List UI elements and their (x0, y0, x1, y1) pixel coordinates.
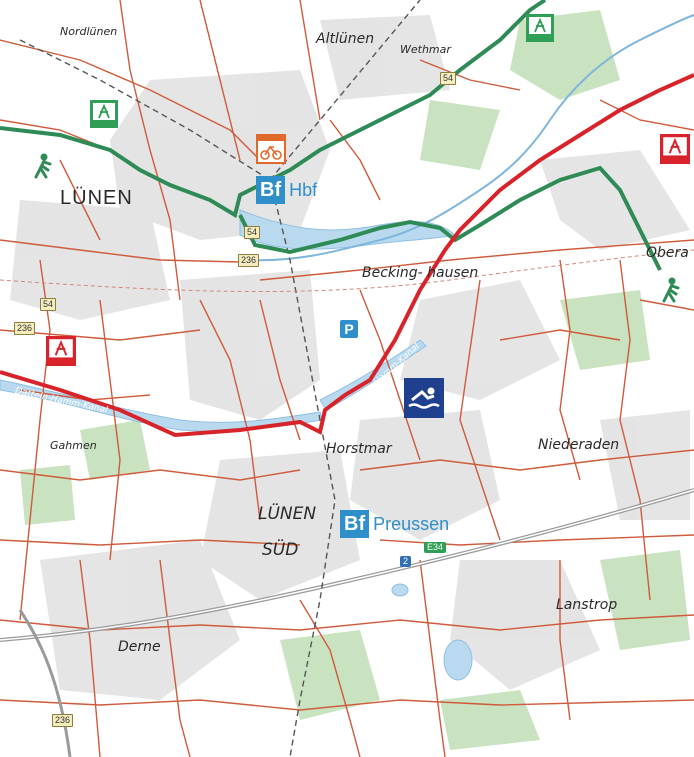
road-shield-54: 54 (40, 298, 57, 311)
station-name: Preussen (373, 513, 450, 534)
place-altluenen: Altlünen (316, 31, 375, 47)
place-wethmar: Wethmar (400, 43, 451, 56)
station-hbf[interactable]: Bf Hbf (256, 176, 317, 204)
station-badge: Bf (340, 510, 370, 538)
road-shield-236: 236 (14, 322, 36, 335)
place-niederaden: Niederaden (538, 437, 620, 453)
station-name: Hbf (289, 179, 318, 200)
rail-lines (19, 0, 421, 757)
place-gahmen: Gahmen (50, 439, 97, 452)
place-derne: Derne (118, 639, 161, 655)
hiker-icon[interactable] (658, 276, 684, 311)
motorway-shield-e34: E34 (424, 542, 447, 553)
mine-headframe-icon[interactable] (526, 14, 554, 47)
place-nordluenen: Nordlünen (60, 25, 118, 38)
place-horstmar: Horstmar (326, 441, 392, 457)
green-route-canal (238, 165, 662, 271)
motorway-center (0, 489, 694, 641)
place-luenen-sued-line2: SÜD (262, 540, 299, 560)
station-preussen[interactable]: Bf Preussen (340, 510, 449, 538)
mine-headframe-icon[interactable] (660, 134, 690, 169)
motorway-shield-a2: 2 (400, 556, 412, 567)
place-luenen-sued-line1: LÜNEN (258, 504, 317, 524)
swimming-icon[interactable] (404, 378, 444, 423)
road-shield-54: 54 (440, 72, 457, 85)
hiker-icon[interactable] (30, 152, 56, 187)
place-lanstrop: Lanstrop (556, 597, 618, 613)
mine-headframe-icon[interactable] (46, 336, 76, 371)
road-shield-236: 236 (52, 714, 74, 727)
road-shield-236: 236 (238, 254, 260, 267)
motorway-junction (18, 609, 72, 757)
station-badge: Bf (256, 176, 286, 204)
place-luenen: LÜNEN (60, 187, 133, 209)
red-route (0, 73, 694, 438)
place-beckinghausen: Becking- hausen (362, 265, 479, 281)
river-lippe (249, 14, 694, 262)
bike-rental-icon[interactable] (256, 134, 286, 169)
road-shield-54: 54 (244, 226, 261, 239)
place-obera: Obera (646, 245, 689, 261)
parking-icon[interactable]: P (340, 320, 358, 338)
mine-headframe-icon[interactable] (90, 100, 118, 133)
district-boundary (0, 249, 694, 293)
